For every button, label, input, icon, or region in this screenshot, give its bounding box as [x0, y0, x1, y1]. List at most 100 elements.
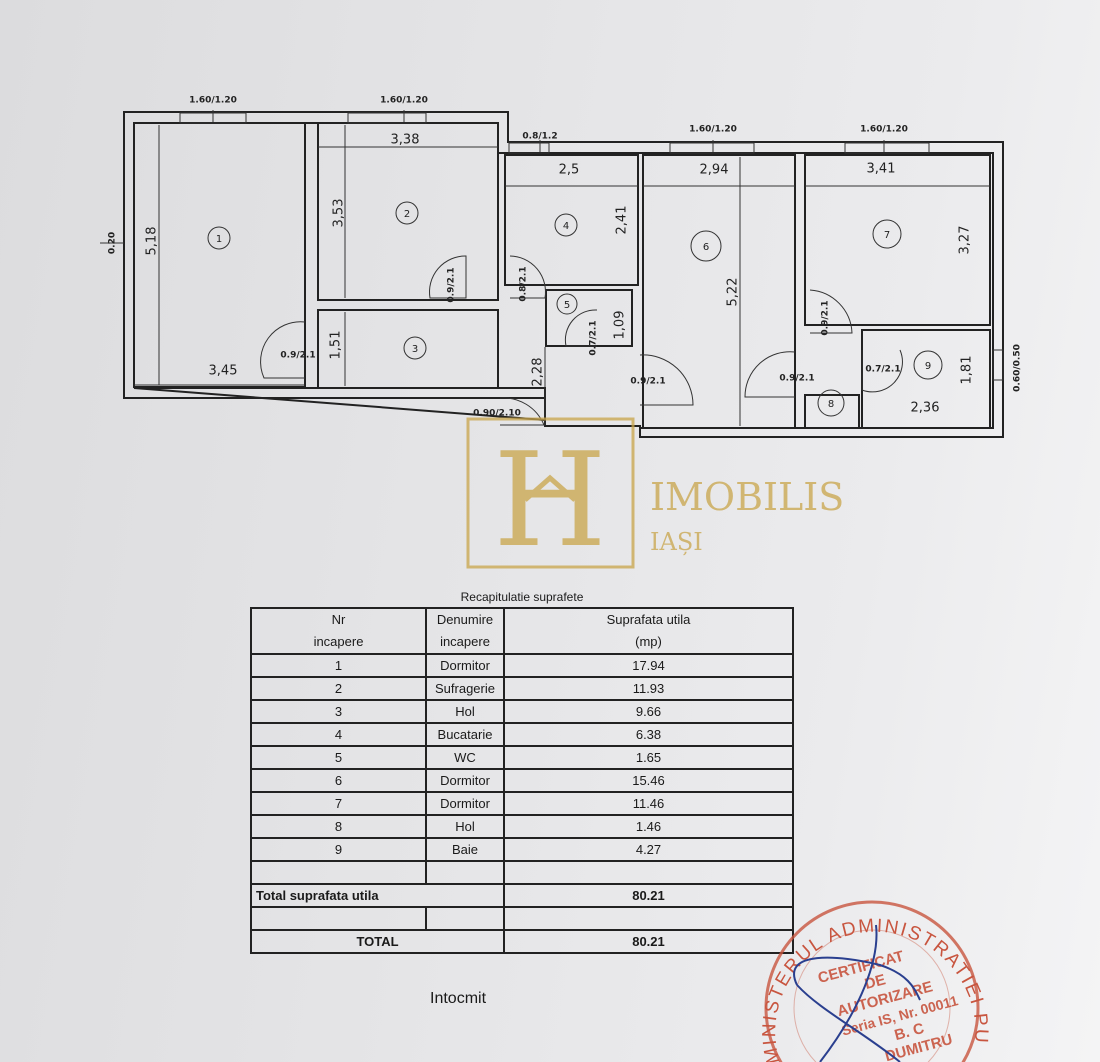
room-name-cell: Dormitor	[425, 653, 505, 678]
room-number: 2	[404, 209, 410, 220]
room-name-cell: Dormitor	[425, 768, 505, 793]
dimension-label: 2,36	[911, 401, 940, 416]
stamp-line: CERTIFICAT	[816, 948, 905, 987]
room-number-cell: 8	[250, 814, 427, 839]
total-value: 80.21	[503, 929, 794, 954]
room-7-outline	[804, 154, 991, 326]
windows	[179, 112, 1004, 381]
room-number: 4	[563, 221, 569, 232]
room-name-cell: Sufragerie	[425, 676, 505, 701]
dimension-label: 3,41	[867, 162, 896, 177]
table-title: Recapitulatie suprafete	[460, 590, 584, 604]
window-label: 1.60/1.20	[689, 125, 737, 135]
room-number: 1	[216, 234, 222, 245]
dimension-label: 5,22	[726, 278, 741, 307]
room-area-cell: 17.94	[503, 653, 794, 678]
total-label: TOTAL	[250, 929, 505, 954]
dimension-label: 1,81	[960, 356, 975, 385]
room-number-cell: 7	[250, 791, 427, 816]
room-number-cell: 6	[250, 768, 427, 793]
room-number: 7	[884, 230, 890, 241]
room-number: 3	[412, 344, 418, 355]
dimension-label: 3,38	[391, 133, 420, 148]
door-label: 0.8/2.1	[519, 266, 529, 301]
room-4-outline	[504, 154, 639, 286]
dimension-label: 2,94	[700, 163, 729, 178]
header-text: incapere	[440, 634, 490, 649]
window-label: 0.60/0.50	[1013, 344, 1023, 392]
window-label: 1.60/1.20	[380, 96, 428, 106]
stamp-ring-textpath: MINISTERUL ADMINISTRATIEI PUBLICE	[0, 0, 990, 1062]
room-number-cell: 5	[250, 745, 427, 770]
room-name-cell: WC	[425, 745, 505, 770]
room-number-cell: 4	[250, 722, 427, 747]
dimension-label: 2,28	[531, 358, 546, 387]
empty-row	[250, 860, 794, 885]
room-area-cell: 4.27	[503, 837, 794, 862]
room-area-cell: 11.46	[503, 791, 794, 816]
room-area-cell: 1.65	[503, 745, 794, 770]
wall-thickness-label: 0.20	[108, 232, 118, 254]
header-name: Denumire incapere	[425, 607, 505, 655]
dimension-label: 1,09	[613, 311, 628, 340]
room-number-cell: 2	[250, 676, 427, 701]
window-label: 1.60/1.20	[189, 96, 237, 106]
window-label: 0.8/1.2	[522, 132, 557, 142]
room-number: 9	[925, 361, 931, 372]
header-text: Nr	[331, 612, 346, 627]
room-number-markers: 1 2 3 4 5 6 7 8 9	[207, 201, 943, 417]
room-8-outline	[804, 394, 860, 429]
door-label: 0.9/2.1	[447, 267, 457, 302]
room-6-outline	[642, 154, 796, 429]
window-label: 1.60/1.20	[860, 125, 908, 135]
room-area-cell: 11.93	[503, 676, 794, 701]
room-number-cell: 3	[250, 699, 427, 724]
room-name-cell: Bucatarie	[425, 722, 505, 747]
dimension-label: 3,53	[332, 199, 347, 228]
signature	[793, 924, 921, 1062]
door-swings	[260, 255, 903, 426]
table-header-row: Nr incapere Denumire incapere Suprafata ut…	[250, 607, 794, 655]
header-text: (mp)	[635, 634, 662, 649]
dimension-label: 2,5	[559, 163, 580, 178]
room-name-cell: Dormitor	[425, 791, 505, 816]
room-3-outline	[317, 309, 499, 389]
outer-wall	[123, 111, 1004, 438]
total-row: TOTAL 80.21	[250, 929, 794, 954]
room-name-cell: Baie	[425, 837, 505, 862]
dimension-label: 2,41	[615, 206, 630, 235]
dimension-label: 5,18	[145, 227, 160, 256]
dimension-label: 3,27	[958, 226, 973, 255]
room-area-cell: 1.46	[503, 814, 794, 839]
door-label: 0.7/2.1	[865, 365, 900, 375]
door-label: 0.90/2.10	[473, 409, 521, 419]
total-useful-value: 80.21	[503, 883, 794, 908]
total-useful-row: Total suprafata utila 80.21	[250, 883, 794, 908]
dimension-label: 1,51	[329, 331, 344, 360]
dimension-lines	[100, 110, 990, 426]
room-number: 8	[828, 399, 834, 410]
area-summary-table: Nr incapere Denumire incapere Suprafata ut…	[250, 607, 794, 954]
dimension-label: 3,45	[209, 364, 238, 379]
room-number: 5	[564, 300, 570, 311]
door-label: 0.9/2.1	[821, 300, 831, 335]
door-label: 0.7/2.1	[589, 320, 599, 355]
header-text: Denumire	[436, 612, 494, 627]
room-area-cell: 6.38	[503, 722, 794, 747]
room-area-cell: 15.46	[503, 768, 794, 793]
door-label: 0.9/2.1	[630, 377, 665, 387]
room-number: 6	[703, 242, 709, 253]
door-label: 0.9/2.1	[779, 374, 814, 384]
header-text: incapere	[313, 634, 364, 649]
room-name-cell: Hol	[425, 814, 505, 839]
header-text: Suprafata utila	[606, 612, 691, 627]
